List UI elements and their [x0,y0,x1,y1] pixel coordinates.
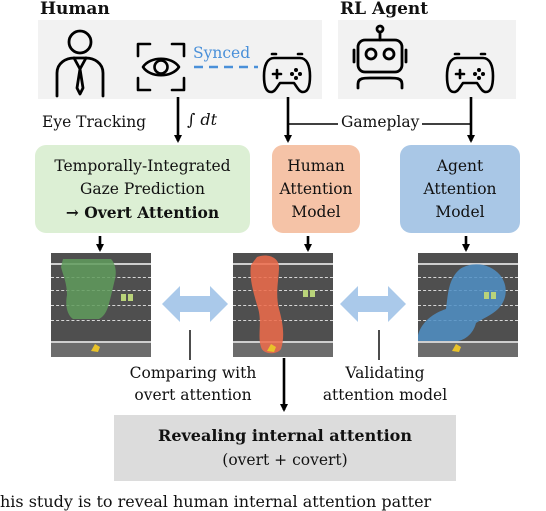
caption-fragment: his study is to reveal human internal at… [0,492,432,511]
gaze-box-line3: → Overt Attention [65,202,220,222]
chicken-icon [267,344,276,352]
gamepad-icon [262,52,312,94]
gameplay-label: Gameplay [338,113,423,131]
validating-line1: Validating [345,364,425,382]
result-subtitle: (overt + covert) [222,451,348,469]
human-heading: Human [40,0,110,19]
integral-label: ∫ dt [187,110,218,129]
eye-tracking-label: Eye Tracking [42,113,147,131]
agent-attention-model-box: Agent Attention Model [400,145,520,233]
gaze-box-line1: Temporally-Integrated [54,156,231,175]
agent-attention-overlay [418,264,506,341]
agent-model-line1: Agent [436,156,484,175]
agent-model-line2: Attention [423,179,497,198]
agent-model-line3: Model [435,202,485,221]
gaze-prediction-box: Temporally-Integrated Gaze Prediction → … [35,145,250,233]
robot-icon [352,24,408,90]
human-model-line2: Attention [279,179,353,198]
gamepad-icon [445,52,495,94]
game-frame-agent-model [418,253,518,357]
gaze-box-line2: Gaze Prediction [80,179,205,198]
eye-icon [136,42,186,92]
rl-agent-heading: RL Agent [340,0,429,19]
comparing-line1: Comparing with [129,364,257,382]
validating-line2: attention model [322,386,448,404]
chicken-icon [91,344,100,352]
result-title: Revealing internal attention [158,426,412,445]
person-icon [55,29,105,98]
result-box: Revealing internal attention (overt + co… [114,415,456,481]
chicken-icon [452,344,461,352]
human-model-line3: Model [291,202,341,221]
synced-label: Synced [193,44,251,62]
car-icon [484,292,496,299]
comparing-line2: overt attention [134,386,252,404]
human-model-line1: Human [287,156,345,175]
game-frame-overt [51,253,151,357]
car-icon [121,294,133,301]
human-attention-overlay [250,255,284,354]
comparing-label: Comparing with overt attention [113,362,273,406]
car-icon [303,290,315,297]
synced-dashed-line [194,65,258,69]
game-frame-human-model [233,253,333,357]
human-attention-model-box: Human Attention Model [272,145,360,233]
overt-attention-overlay [61,259,116,319]
validating-label: Validating attention model [305,362,465,406]
